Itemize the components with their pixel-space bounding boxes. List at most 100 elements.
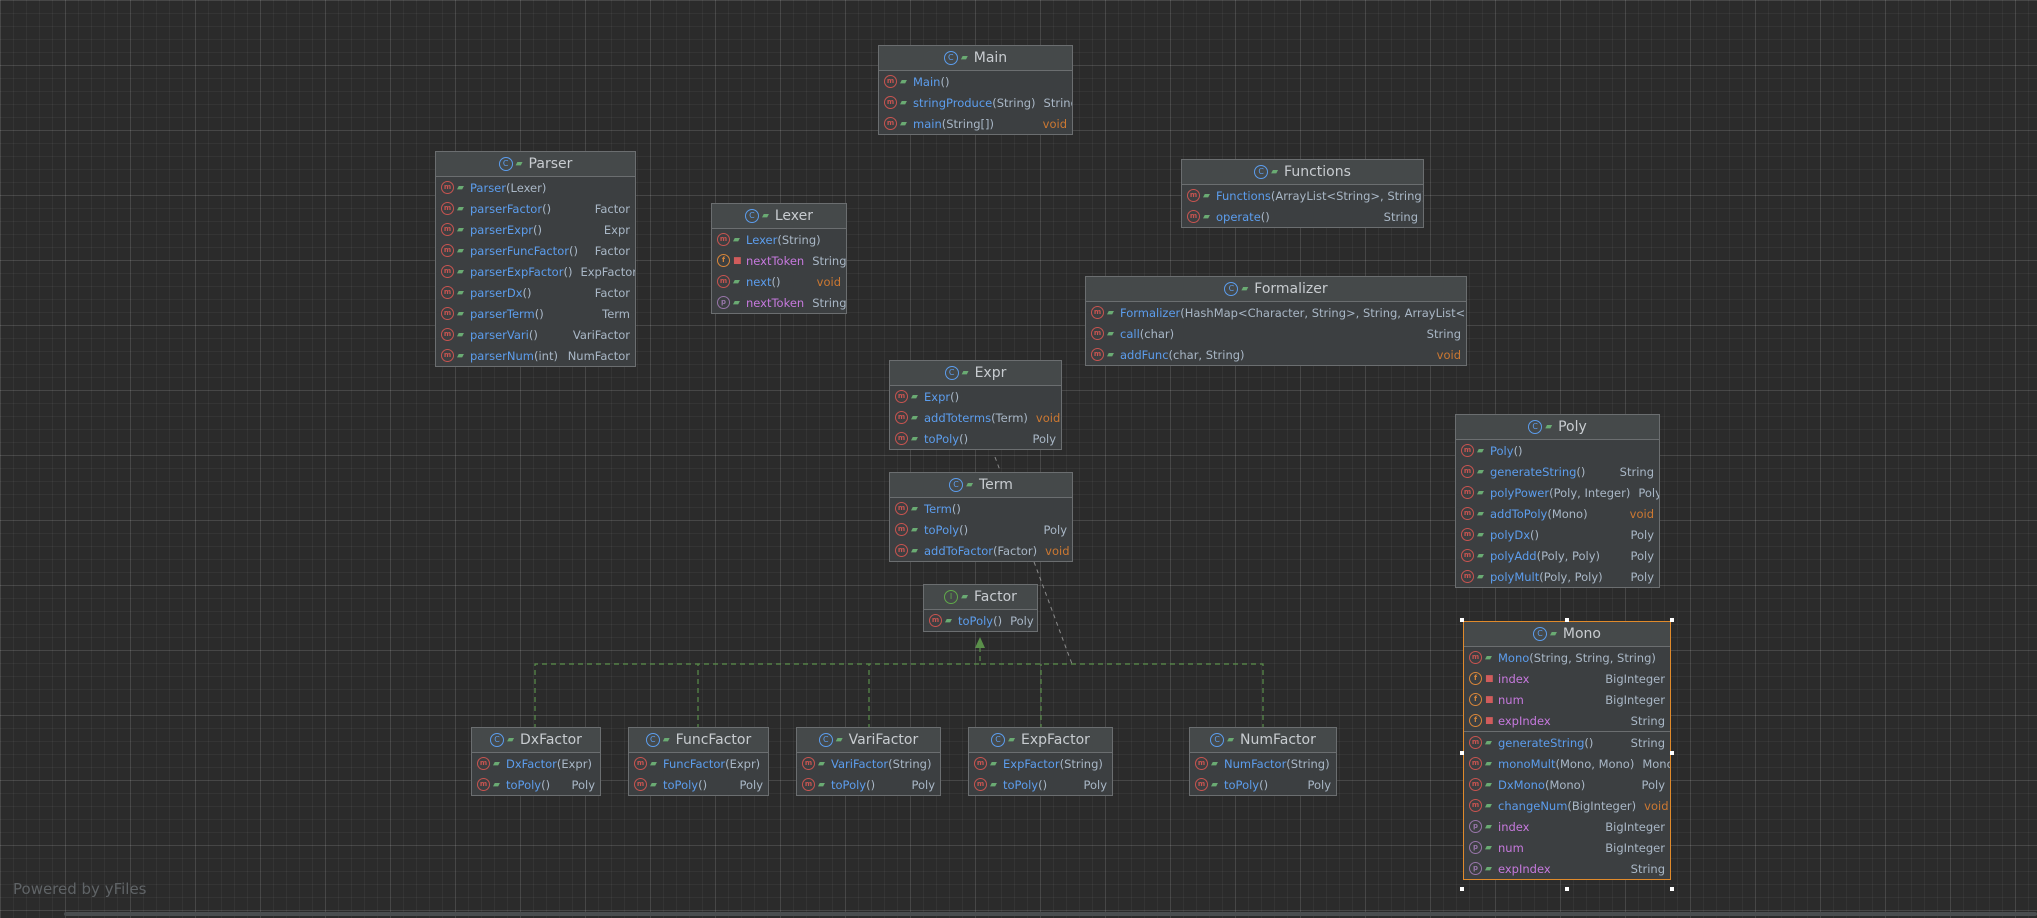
method-row[interactable]: m▰toPoly()Poly	[629, 774, 768, 795]
class-dxfactor[interactable]: C▰DxFactor m▰DxFactor(Expr)m▰toPoly()Pol…	[471, 727, 601, 796]
method-row[interactable]: m▰parserTerm()Term	[436, 303, 635, 324]
method-row[interactable]: m▰Lexer(String)	[712, 229, 846, 250]
method-row[interactable]: m▰DxFactor(Expr)	[472, 753, 600, 774]
method-row[interactable]: m▰addToFactor(Factor)void	[890, 540, 1072, 561]
class-parser[interactable]: C▰Parser m▰Parser(Lexer)m▰parserFactor()…	[435, 151, 636, 367]
public-icon: ▰	[1477, 508, 1484, 519]
public-icon: ▰	[1485, 779, 1492, 790]
class-mono[interactable]: C▰Mono m▰Mono(String, String, String)f■i…	[1463, 621, 1671, 880]
class-functions[interactable]: C▰Functions m▰Functions(ArrayList<String…	[1181, 159, 1424, 228]
selection-handle[interactable]	[1670, 618, 1674, 622]
public-icon: ▰	[457, 287, 464, 298]
method-row[interactable]: m▰parserNum(int)NumFactor	[436, 345, 635, 366]
method-row[interactable]: m▰toPoly()Poly	[969, 774, 1112, 795]
method-row[interactable]: m▰toPoly()Poly	[797, 774, 940, 795]
method-row[interactable]: m▰NumFactor(String)	[1190, 753, 1336, 774]
method-row[interactable]: m▰toPoly()Poly	[1190, 774, 1336, 795]
member-return-type: Term	[602, 306, 630, 321]
method-row[interactable]: m▰stringProduce(String)String	[879, 92, 1072, 113]
method-row[interactable]: m▰Poly()	[1456, 440, 1659, 461]
method-row[interactable]: m▰Parser(Lexer)	[436, 177, 635, 198]
method-row[interactable]: m▰generateString()String	[1464, 731, 1670, 753]
method-row[interactable]: m▰Expr()	[890, 386, 1061, 407]
method-row[interactable]: m▰parserExpFactor()ExpFactor	[436, 261, 635, 282]
method-row[interactable]: m▰ExpFactor(String)	[969, 753, 1112, 774]
member-name: next	[746, 274, 772, 289]
method-row[interactable]: m▰polyMult(Poly, Poly)Poly	[1456, 566, 1659, 587]
method-row[interactable]: m▰generateString()String	[1456, 461, 1659, 482]
member-name: NumFactor	[1224, 756, 1287, 771]
method-row[interactable]: m▰changeNum(BigInteger)void	[1464, 795, 1670, 816]
method-row[interactable]: m▰Functions(ArrayList<String>, String)	[1182, 185, 1423, 206]
method-row[interactable]: m▰toPoly()Poly	[924, 610, 1037, 631]
class-numfactor[interactable]: C▰NumFactor m▰NumFactor(String)m▰toPoly(…	[1189, 727, 1337, 796]
method-row[interactable]: m▰parserDx()Factor	[436, 282, 635, 303]
interface-factor[interactable]: I▰Factor m▰toPoly()Poly	[923, 584, 1038, 632]
method-icon: m	[441, 349, 454, 362]
member-return-type: BigInteger	[1605, 819, 1665, 834]
method-row[interactable]: m▰monoMult(Mono, Mono)Mono	[1464, 753, 1670, 774]
method-row[interactable]: m▰Mono(String, String, String)	[1464, 647, 1670, 668]
method-row[interactable]: m▰call(char)String	[1086, 323, 1466, 344]
method-row[interactable]: m▰polyDx()Poly	[1456, 524, 1659, 545]
method-row[interactable]: m▰Term()	[890, 498, 1072, 519]
method-row[interactable]: m▰Main()	[879, 71, 1072, 92]
method-row[interactable]: m▰FuncFactor(Expr)	[629, 753, 768, 774]
selection-handle[interactable]	[1460, 618, 1464, 622]
member-return-type: Poly	[1630, 527, 1654, 542]
method-row[interactable]: m▰parserVari()VariFactor	[436, 324, 635, 345]
method-row[interactable]: m▰Formalizer(HashMap<Character, String>,…	[1086, 302, 1466, 323]
class-funcfactor[interactable]: C▰FuncFactor m▰FuncFactor(Expr)m▰toPoly(…	[628, 727, 769, 796]
method-row[interactable]: m▰next()void	[712, 271, 846, 292]
selection-handle[interactable]	[1670, 887, 1674, 891]
member-name: Formalizer	[1120, 305, 1181, 320]
member-params: ()	[1530, 527, 1539, 542]
method-row[interactable]: m▰VariFactor(String)	[797, 753, 940, 774]
method-row[interactable]: m▰toPoly()Poly	[890, 428, 1061, 449]
method-row[interactable]: m▰DxMono(Mono)Poly	[1464, 774, 1670, 795]
class-name: Term	[978, 477, 1013, 493]
public-icon: ▰	[1485, 652, 1492, 663]
method-row[interactable]: m▰parserFuncFactor()Factor	[436, 240, 635, 261]
selection-handle[interactable]	[1670, 751, 1674, 755]
class-header: C▰Expr	[890, 361, 1061, 386]
method-row[interactable]: m▰operate()String	[1182, 206, 1423, 227]
method-row[interactable]: m▰parserExpr()Expr	[436, 219, 635, 240]
class-varifactor[interactable]: C▰VariFactor m▰VariFactor(String)m▰toPol…	[796, 727, 941, 796]
horizontal-scrollbar[interactable]	[64, 912, 2037, 916]
method-row[interactable]: m▰addToPoly(Mono)void	[1456, 503, 1659, 524]
method-row[interactable]: m▰parserFactor()Factor	[436, 198, 635, 219]
method-row[interactable]: m▰addFunc(char, String)void	[1086, 344, 1466, 365]
selection-handle[interactable]	[1565, 618, 1569, 622]
method-row[interactable]: m▰polyAdd(Poly, Poly)Poly	[1456, 545, 1659, 566]
selection-handle[interactable]	[1565, 887, 1569, 891]
method-icon: m	[634, 757, 647, 770]
selection-handle[interactable]	[1460, 751, 1464, 755]
method-row[interactable]: m▰toPoly()Poly	[472, 774, 600, 795]
method-row[interactable]: m▰main(String[])void	[879, 113, 1072, 134]
method-row[interactable]: m▰toPoly()Poly	[890, 519, 1072, 540]
class-expfactor[interactable]: C▰ExpFactor m▰ExpFactor(String)m▰toPoly(…	[968, 727, 1113, 796]
class-formalizer[interactable]: C▰Formalizer m▰Formalizer(HashMap<Charac…	[1085, 276, 1467, 366]
selection-handle[interactable]	[1460, 887, 1464, 891]
member-return-type: void	[1436, 347, 1461, 362]
class-main[interactable]: C▰Main m▰Main()m▰stringProduce(String)St…	[878, 45, 1073, 135]
member-params: ()	[993, 613, 1003, 628]
method-row[interactable]: m▰addToterms(Term)void	[890, 407, 1061, 428]
member-params: ()	[541, 777, 551, 792]
method-icon: m	[929, 614, 942, 627]
method-row[interactable]: m▰polyPower(Poly, Integer)Poly	[1456, 482, 1659, 503]
method-icon: m	[441, 181, 454, 194]
